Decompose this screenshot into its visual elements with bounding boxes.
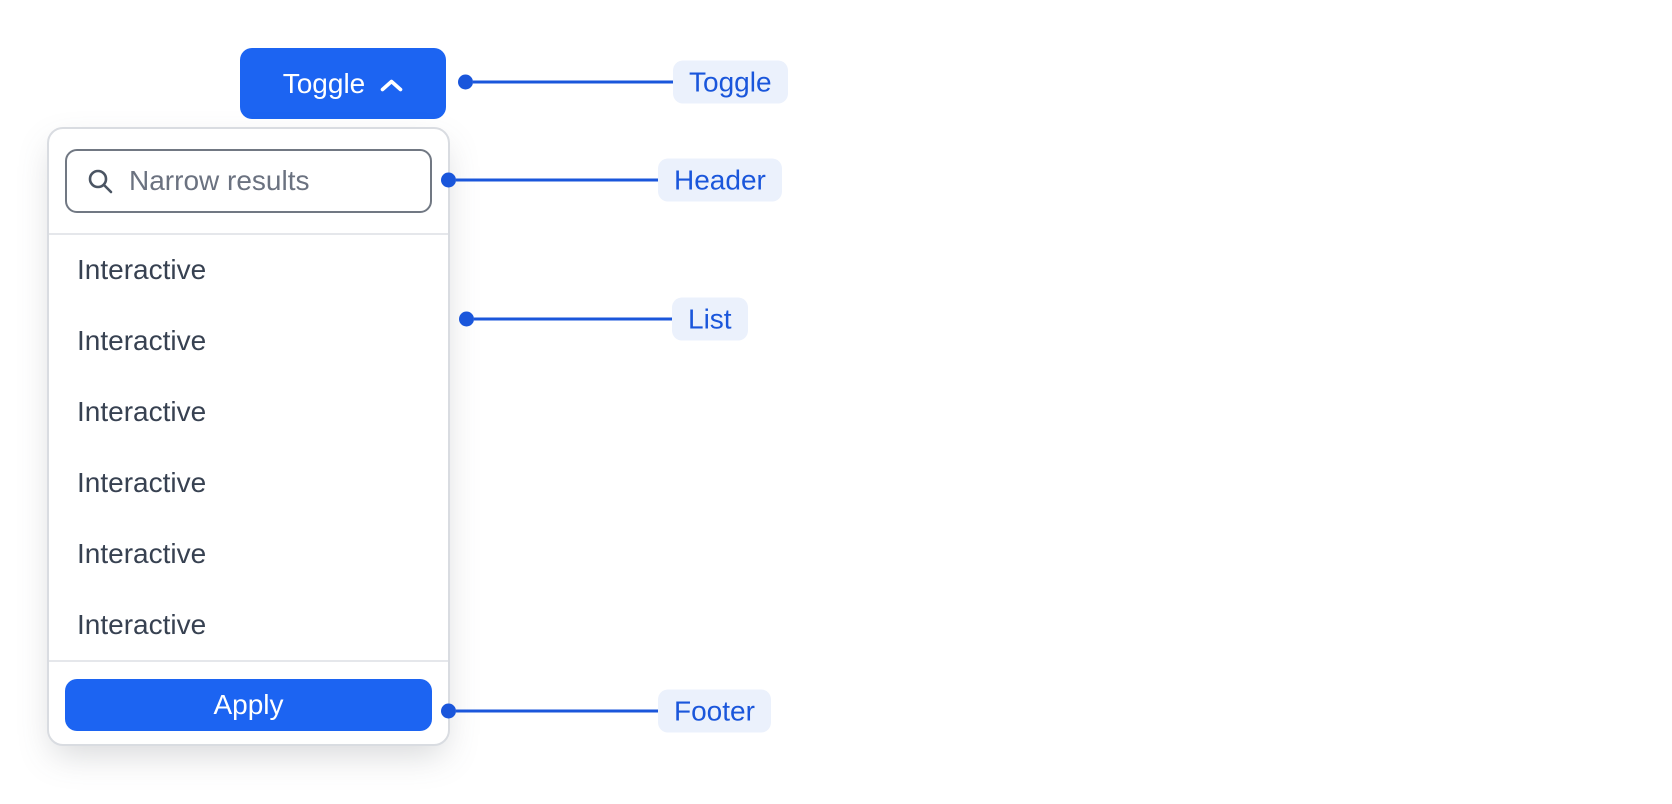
search-icon: [87, 168, 114, 195]
annotation-dot: [458, 74, 473, 90]
annotation-label-list: List: [672, 297, 748, 341]
annotation-label-toggle: Toggle: [673, 60, 788, 104]
annotation-label-header: Header: [658, 158, 782, 202]
list-item[interactable]: Interactive: [77, 325, 207, 357]
annotation-list: List: [459, 297, 748, 341]
annotation-line: [474, 317, 672, 321]
chevron-up-icon: [380, 79, 403, 92]
dropdown-header: [49, 129, 448, 235]
search-input[interactable]: [129, 165, 410, 197]
annotation-line: [456, 709, 658, 713]
apply-button[interactable]: Apply: [65, 679, 432, 731]
list-item[interactable]: Interactive: [77, 254, 207, 286]
annotation-line: [473, 80, 673, 84]
annotation-line: [456, 178, 658, 182]
annotation-header: Header: [441, 158, 782, 202]
dropdown-footer: Apply: [49, 660, 448, 744]
toggle-button-label: Toggle: [282, 67, 366, 99]
dropdown-panel: Interactive Interactive Interactive Inte…: [47, 127, 450, 746]
annotation-dot: [441, 172, 456, 188]
annotation-dot: [459, 311, 474, 327]
list-item[interactable]: Interactive: [77, 396, 207, 428]
annotation-label-footer: Footer: [658, 689, 771, 733]
annotation-footer: Footer: [441, 689, 771, 733]
annotation-dot: [441, 703, 456, 719]
toggle-button[interactable]: Toggle: [240, 48, 446, 119]
annotation-toggle: Toggle: [458, 60, 788, 104]
dropdown-list: Interactive Interactive Interactive Inte…: [49, 235, 448, 660]
list-item[interactable]: Interactive: [77, 466, 207, 498]
search-box[interactable]: [65, 149, 432, 213]
list-item[interactable]: Interactive: [77, 608, 207, 640]
list-item[interactable]: Interactive: [77, 537, 207, 569]
